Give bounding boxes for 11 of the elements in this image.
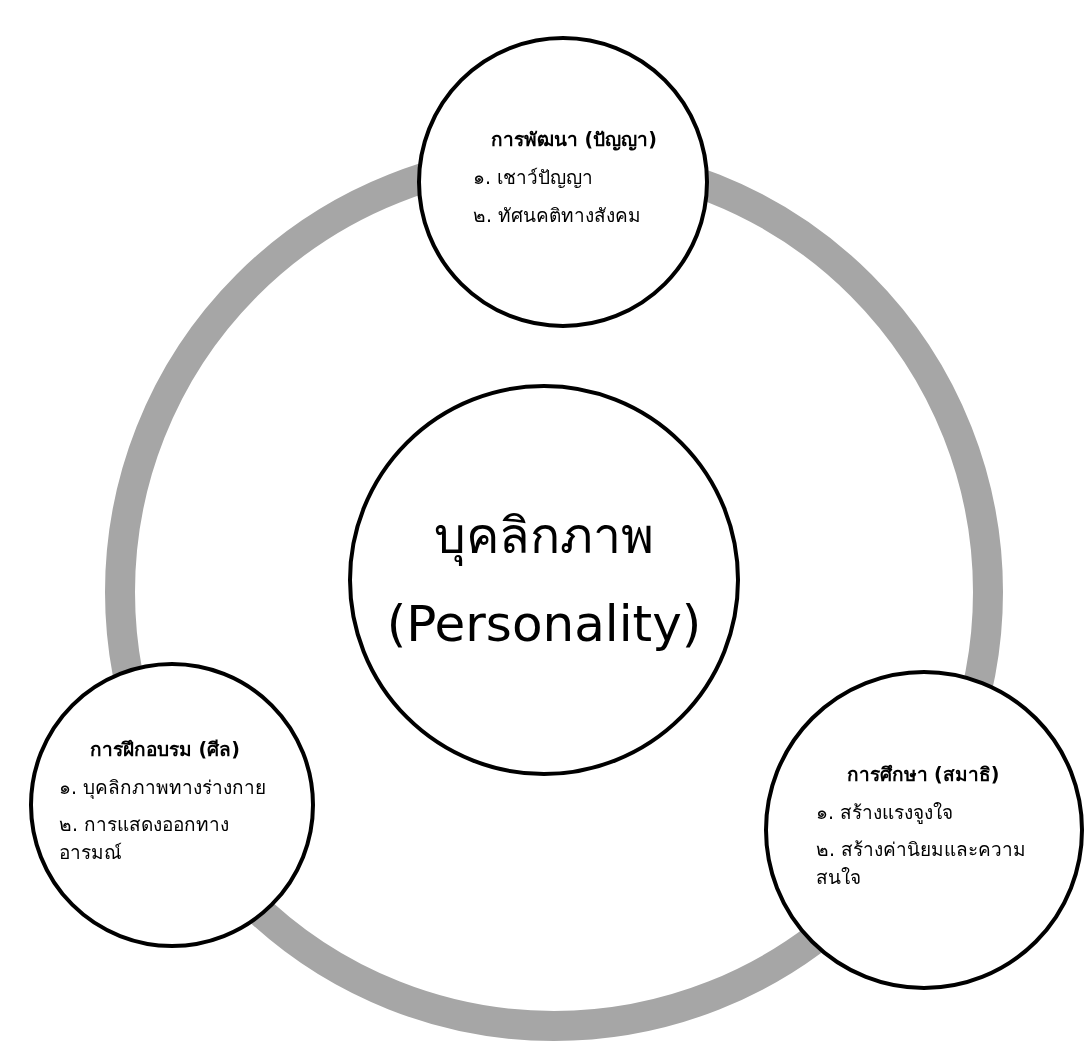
list-item: ๑. เชาว์ปัญญา	[473, 165, 595, 191]
heading: การฝึกอบรม (ศีล)	[89, 736, 241, 762]
title-text: (Personality)	[385, 594, 703, 654]
heading: การพัฒนา (ปัญญา)	[490, 127, 658, 153]
list-item: ๑. สร้างแรงจูงใจ	[816, 799, 955, 826]
heading: การศึกษา (สมาธิ)	[845, 761, 1001, 787]
list-item: ๑. บุคลิกภาพทางร่างกาย	[59, 774, 268, 801]
list-item: ๒. สร้างค่านิยมและความสนใจ	[816, 837, 1028, 890]
list-item: ๒. ทัศนคติทางสังคม	[473, 203, 643, 228]
list-item: ๒. การแสดงออกทางอารมณ์	[59, 812, 231, 865]
title-text: บุคลิกภาพ	[433, 506, 655, 566]
